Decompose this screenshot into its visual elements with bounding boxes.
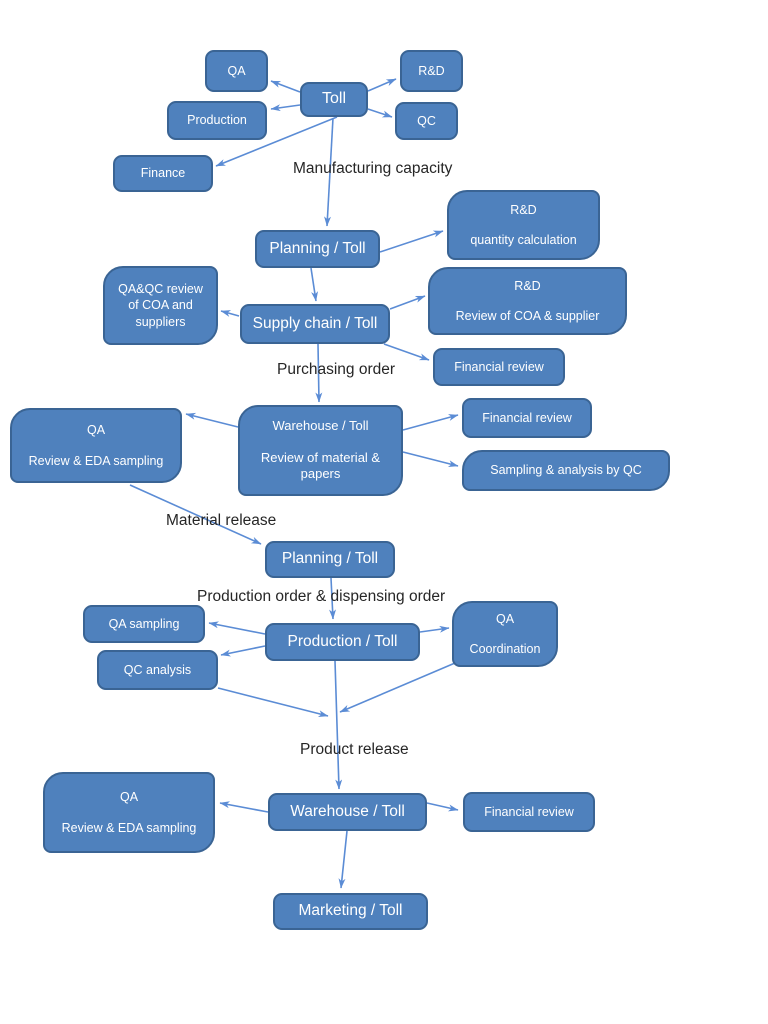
connector-qa-eda1-to-planning2 xyxy=(129,484,262,545)
connector-toll-to-qc xyxy=(367,108,393,118)
node-rnd-coa-line: Review of COA & supplier xyxy=(455,309,600,324)
connector-warehouse2-to-financial3 xyxy=(426,802,459,812)
node-sampling-qc-line: Sampling & analysis by QC xyxy=(490,463,642,478)
connector-supply-to-financial1 xyxy=(383,343,430,361)
node-marketing-line: Marketing / Toll xyxy=(298,902,403,920)
node-qc-top-line: QC xyxy=(417,113,436,128)
node-qa-coordination-line: QA xyxy=(495,611,515,626)
node-qa-eda-1-line: Review & EDA sampling xyxy=(28,453,164,468)
node-financial-review-3-line: Financial review xyxy=(484,804,574,819)
connector-production-to-qc-analysis xyxy=(220,645,266,657)
flow-label-material-release: Material release xyxy=(166,512,277,529)
connector-warehouse1-to-qa-eda1 xyxy=(185,412,239,428)
node-warehouse-1-line xyxy=(244,435,397,450)
node-planning-1: Planning / Toll xyxy=(255,230,380,268)
flow-label-purchasing-order: Purchasing order xyxy=(277,361,396,378)
node-toll-line: Toll xyxy=(321,90,346,108)
node-planning-2: Planning / Toll xyxy=(265,541,395,578)
connector-toll-to-rnd xyxy=(367,78,397,92)
node-qc-top: QC xyxy=(395,102,458,140)
node-qa-top-line: QA xyxy=(227,63,246,78)
node-qa-sampling: QA sampling xyxy=(83,605,205,643)
connector-production-to-warehouse2 xyxy=(334,660,343,790)
node-rnd-top: R&D xyxy=(400,50,463,92)
node-financial-review-1: Financial review xyxy=(433,348,565,386)
node-planning-2-line: Planning / Toll xyxy=(281,550,379,568)
connector-toll-to-qa xyxy=(270,80,301,93)
node-qa-coordination-line: Coordination xyxy=(469,642,541,657)
node-sampling-qc: Sampling & analysis by QC xyxy=(462,450,670,491)
node-financial-review-3: Financial review xyxy=(463,792,595,832)
node-rnd-quantity-line xyxy=(453,218,594,232)
connector-toll-to-production xyxy=(270,104,301,112)
node-production-top: Production xyxy=(167,101,267,140)
node-warehouse-1-line: Review of material & xyxy=(260,449,381,465)
connector-planning1-to-rnd-quantity xyxy=(379,230,444,253)
flow-label-product-release: Product release xyxy=(300,741,409,758)
node-qc-analysis: QC analysis xyxy=(97,650,218,690)
node-qaqc-review-line: QA&QC review xyxy=(118,282,203,297)
node-planning-1-line: Planning / Toll xyxy=(269,239,366,257)
node-qa-coordination: QA Coordination xyxy=(452,601,558,667)
connector-warehouse1-to-sampling-qc xyxy=(402,451,459,468)
node-qaqc-review-line: of COA and xyxy=(128,298,193,313)
node-production-toll: Production / Toll xyxy=(265,623,420,661)
node-production-top-line: Production xyxy=(187,113,247,128)
connector-warehouse1-to-financial2 xyxy=(402,414,459,431)
node-warehouse-2-line: Warehouse / Toll xyxy=(290,802,405,820)
node-rnd-quantity-line: quantity calculation xyxy=(470,233,577,248)
flow-label-production-dispensing-order: Production order & dispensing order xyxy=(197,588,446,605)
connector-production-to-qa-sampling xyxy=(208,621,266,635)
node-qa-eda-2-line xyxy=(49,805,209,819)
node-financial-review-2-line: Financial review xyxy=(482,410,572,425)
node-qa-eda-2: QA Review & EDA sampling xyxy=(43,772,215,853)
node-warehouse-1-line: Warehouse / Toll xyxy=(272,417,369,433)
node-financial-review-2: Financial review xyxy=(462,398,592,438)
node-rnd-quantity-line: R&D xyxy=(510,202,537,217)
node-qa-eda-1-line: QA xyxy=(86,423,106,438)
connector-supply-to-rnd-coa xyxy=(389,295,426,310)
connector-toll-to-planning1 xyxy=(324,117,334,227)
node-qa-top: QA xyxy=(205,50,268,92)
connector-planning1-to-supply-chain xyxy=(310,267,319,302)
node-rnd-coa-line: R&D xyxy=(514,278,541,293)
connector-warehouse2-to-qa-eda2 xyxy=(219,801,269,813)
connector-supply-to-warehouse1 xyxy=(315,343,323,403)
flow-label-manufacturing-capacity: Manufacturing capacity xyxy=(293,160,453,177)
node-warehouse-2: Warehouse / Toll xyxy=(268,793,427,831)
node-rnd-coa: R&D Review of COA & supplier xyxy=(428,267,627,335)
node-qaqc-review-line: suppliers xyxy=(135,314,186,329)
connector-planning2-to-production xyxy=(329,577,337,620)
node-rnd-coa-line xyxy=(434,294,621,308)
node-warehouse-1-line: papers xyxy=(300,466,341,482)
connector-group xyxy=(129,78,459,889)
node-qa-sampling-line: QA sampling xyxy=(108,616,180,631)
node-rnd-quantity: R&D quantity calculation xyxy=(447,190,600,260)
connector-qc-analysis-to-merge xyxy=(217,687,329,718)
node-qa-eda-2-line: Review & EDA sampling xyxy=(61,820,197,835)
node-qa-eda-1-line xyxy=(16,438,176,452)
node-marketing: Marketing / Toll xyxy=(273,893,428,930)
node-production-toll-line: Production / Toll xyxy=(287,632,398,650)
node-finance: Finance xyxy=(113,155,213,192)
node-qa-eda-2-line: QA xyxy=(119,790,139,805)
connector-qa-coord-to-merge xyxy=(339,662,456,713)
connector-toll-to-finance xyxy=(215,116,338,167)
node-supply-chain-line: Supply chain / Toll xyxy=(252,314,378,332)
node-rnd-top-line: R&D xyxy=(418,63,445,78)
connector-warehouse2-to-marketing xyxy=(338,830,348,889)
node-financial-review-1-line: Financial review xyxy=(454,359,544,374)
node-qa-coordination-line xyxy=(458,627,552,641)
connector-supply-to-qaqc-review xyxy=(220,310,240,317)
connector-production-to-qa-coord xyxy=(419,625,450,633)
node-qc-analysis-line: QC analysis xyxy=(123,662,192,677)
node-finance-line: Finance xyxy=(140,166,186,181)
node-toll: Toll xyxy=(300,82,368,117)
node-supply-chain: Supply chain / Toll xyxy=(240,304,390,344)
node-qa-eda-1: QA Review & EDA sampling xyxy=(10,408,182,483)
